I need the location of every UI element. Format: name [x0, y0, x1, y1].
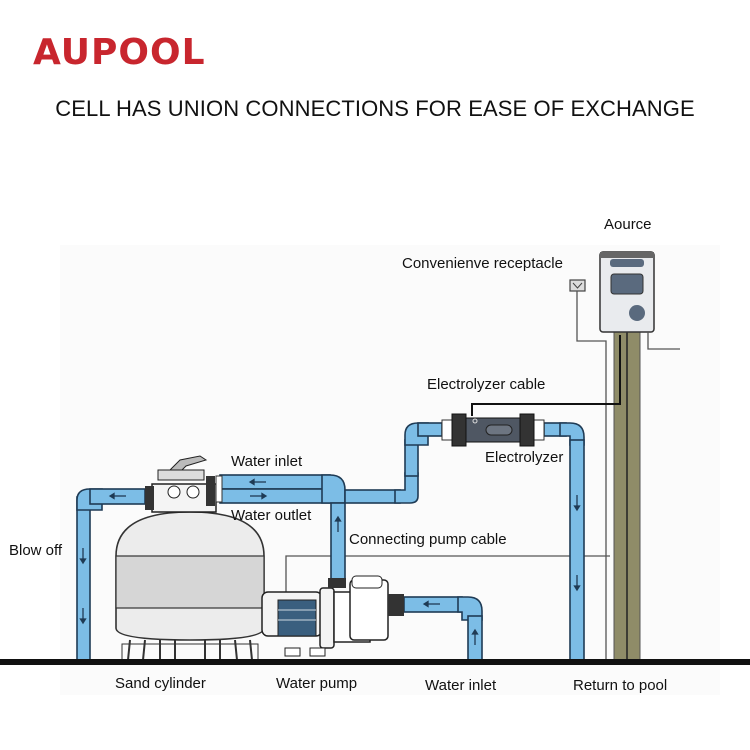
- top-elbow: [321, 474, 346, 504]
- blow-off-pipe: [76, 496, 91, 661]
- control-knob: [629, 305, 645, 321]
- label-connecting-pump-cable: Connecting pump cable: [349, 531, 507, 548]
- flow-arrows: [79, 478, 581, 645]
- label-blow-off: Blow off: [9, 542, 63, 559]
- label-return-to-pool: Return to pool: [573, 677, 668, 694]
- electrolyzer-cable: [471, 335, 621, 416]
- label-water-pump: Water pump: [276, 675, 358, 692]
- union-right: [519, 413, 535, 447]
- aupool-logo: AUPOOL: [33, 32, 206, 73]
- label-electrolyzer: Electrolyzer: [485, 449, 564, 466]
- display-screen: [610, 273, 644, 295]
- label-water-inlet-bottom: Water inlet: [425, 677, 497, 694]
- pump-strainer: [349, 579, 389, 641]
- ground-line: [0, 659, 750, 665]
- water-pump: [261, 575, 404, 657]
- label-water-outlet: Water outlet: [231, 507, 312, 524]
- label-water-inlet-top: Water inlet: [231, 453, 303, 470]
- electrolyzer-cell: [441, 413, 545, 447]
- sand-filter-tank: [115, 455, 265, 661]
- convenience-receptacle: [569, 279, 607, 660]
- connecting-pump-cable: [285, 555, 610, 596]
- union-left: [451, 413, 467, 447]
- water-outlet-pipe: [219, 488, 331, 504]
- label-sand-cylinder: Sand cylinder: [115, 675, 206, 692]
- valve-handle: [168, 455, 208, 471]
- return-to-pool-pipe: [569, 439, 585, 661]
- headline: CELL HAS UNION CONNECTIONS FOR EASE OF E…: [55, 96, 695, 121]
- source-control-box: [599, 251, 655, 333]
- power-wire: [647, 332, 680, 350]
- box-lid: [600, 252, 654, 258]
- label-electrolyzer-cable: Electrolyzer cable: [427, 376, 546, 393]
- label-receptacle: Convenienve receptacle: [402, 255, 563, 272]
- pump-riser-pipe: [330, 502, 346, 582]
- water-inlet-pipe: [219, 474, 331, 490]
- pipe-network: [76, 422, 585, 661]
- label-source: Aource: [604, 216, 652, 233]
